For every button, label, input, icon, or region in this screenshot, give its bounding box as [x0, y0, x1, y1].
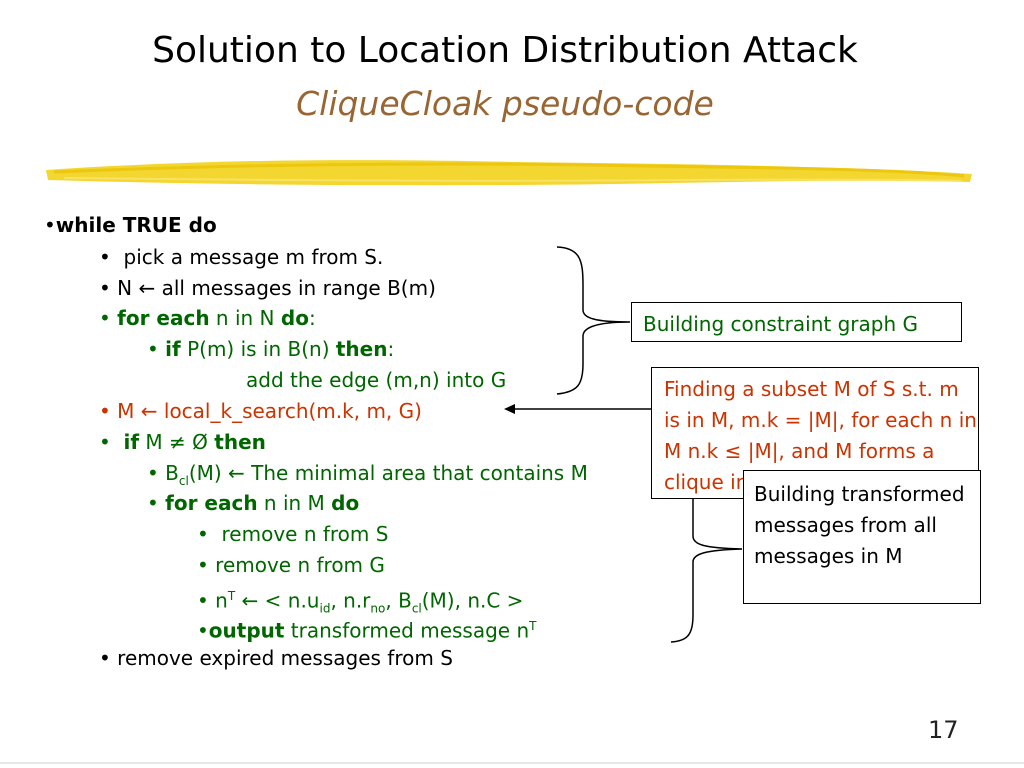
code-line-output: •output transformed message nT: [197, 618, 537, 643]
code-line-for-each-n: • for each n in N do:: [99, 306, 316, 330]
slide-title: Solution to Location Distribution Attack: [152, 30, 858, 71]
code-line-pick: • pick a message m from S.: [99, 245, 384, 269]
code-line-nt-assign: • nT ← < n.uid, n.rno, Bcl(M), n.C >: [197, 588, 524, 616]
page-number: 17: [928, 716, 959, 744]
code-line-local-k-search: • M ← local_k_search(m.k, m, G): [99, 399, 422, 423]
footer-divider: [0, 762, 1024, 764]
yellow-brush-stroke-divider: [46, 160, 972, 186]
code-line-bcl: • Bcl(M) ← The minimal area that contain…: [147, 461, 588, 488]
code-line-neighbors: • N ← all messages in range B(m): [99, 276, 436, 300]
code-line-remove-expired: • remove expired messages from S: [99, 646, 453, 670]
code-line-remove-s: • remove n from S: [197, 522, 389, 546]
annotation-transformed-messages: Building transformed messages from all m…: [743, 470, 981, 604]
code-line-if-p: • if P(m) is in B(n) then:: [147, 337, 395, 361]
slide-subtitle: CliqueCloak pseudo-code: [296, 84, 714, 123]
code-line-add-edge: add the edge (m,n) into G: [246, 368, 507, 392]
code-line-while: •while TRUE do: [44, 213, 217, 237]
code-line-remove-g: • remove n from G: [197, 553, 385, 577]
arrowhead: [504, 404, 515, 414]
brace-top: [556, 246, 631, 395]
code-line-if-m-nonempty: • if M ≠ Ø then: [99, 430, 266, 454]
annotation-constraint-graph: Building constraint graph G: [631, 302, 962, 342]
code-line-for-each-m: • for each n in M do: [147, 491, 360, 515]
